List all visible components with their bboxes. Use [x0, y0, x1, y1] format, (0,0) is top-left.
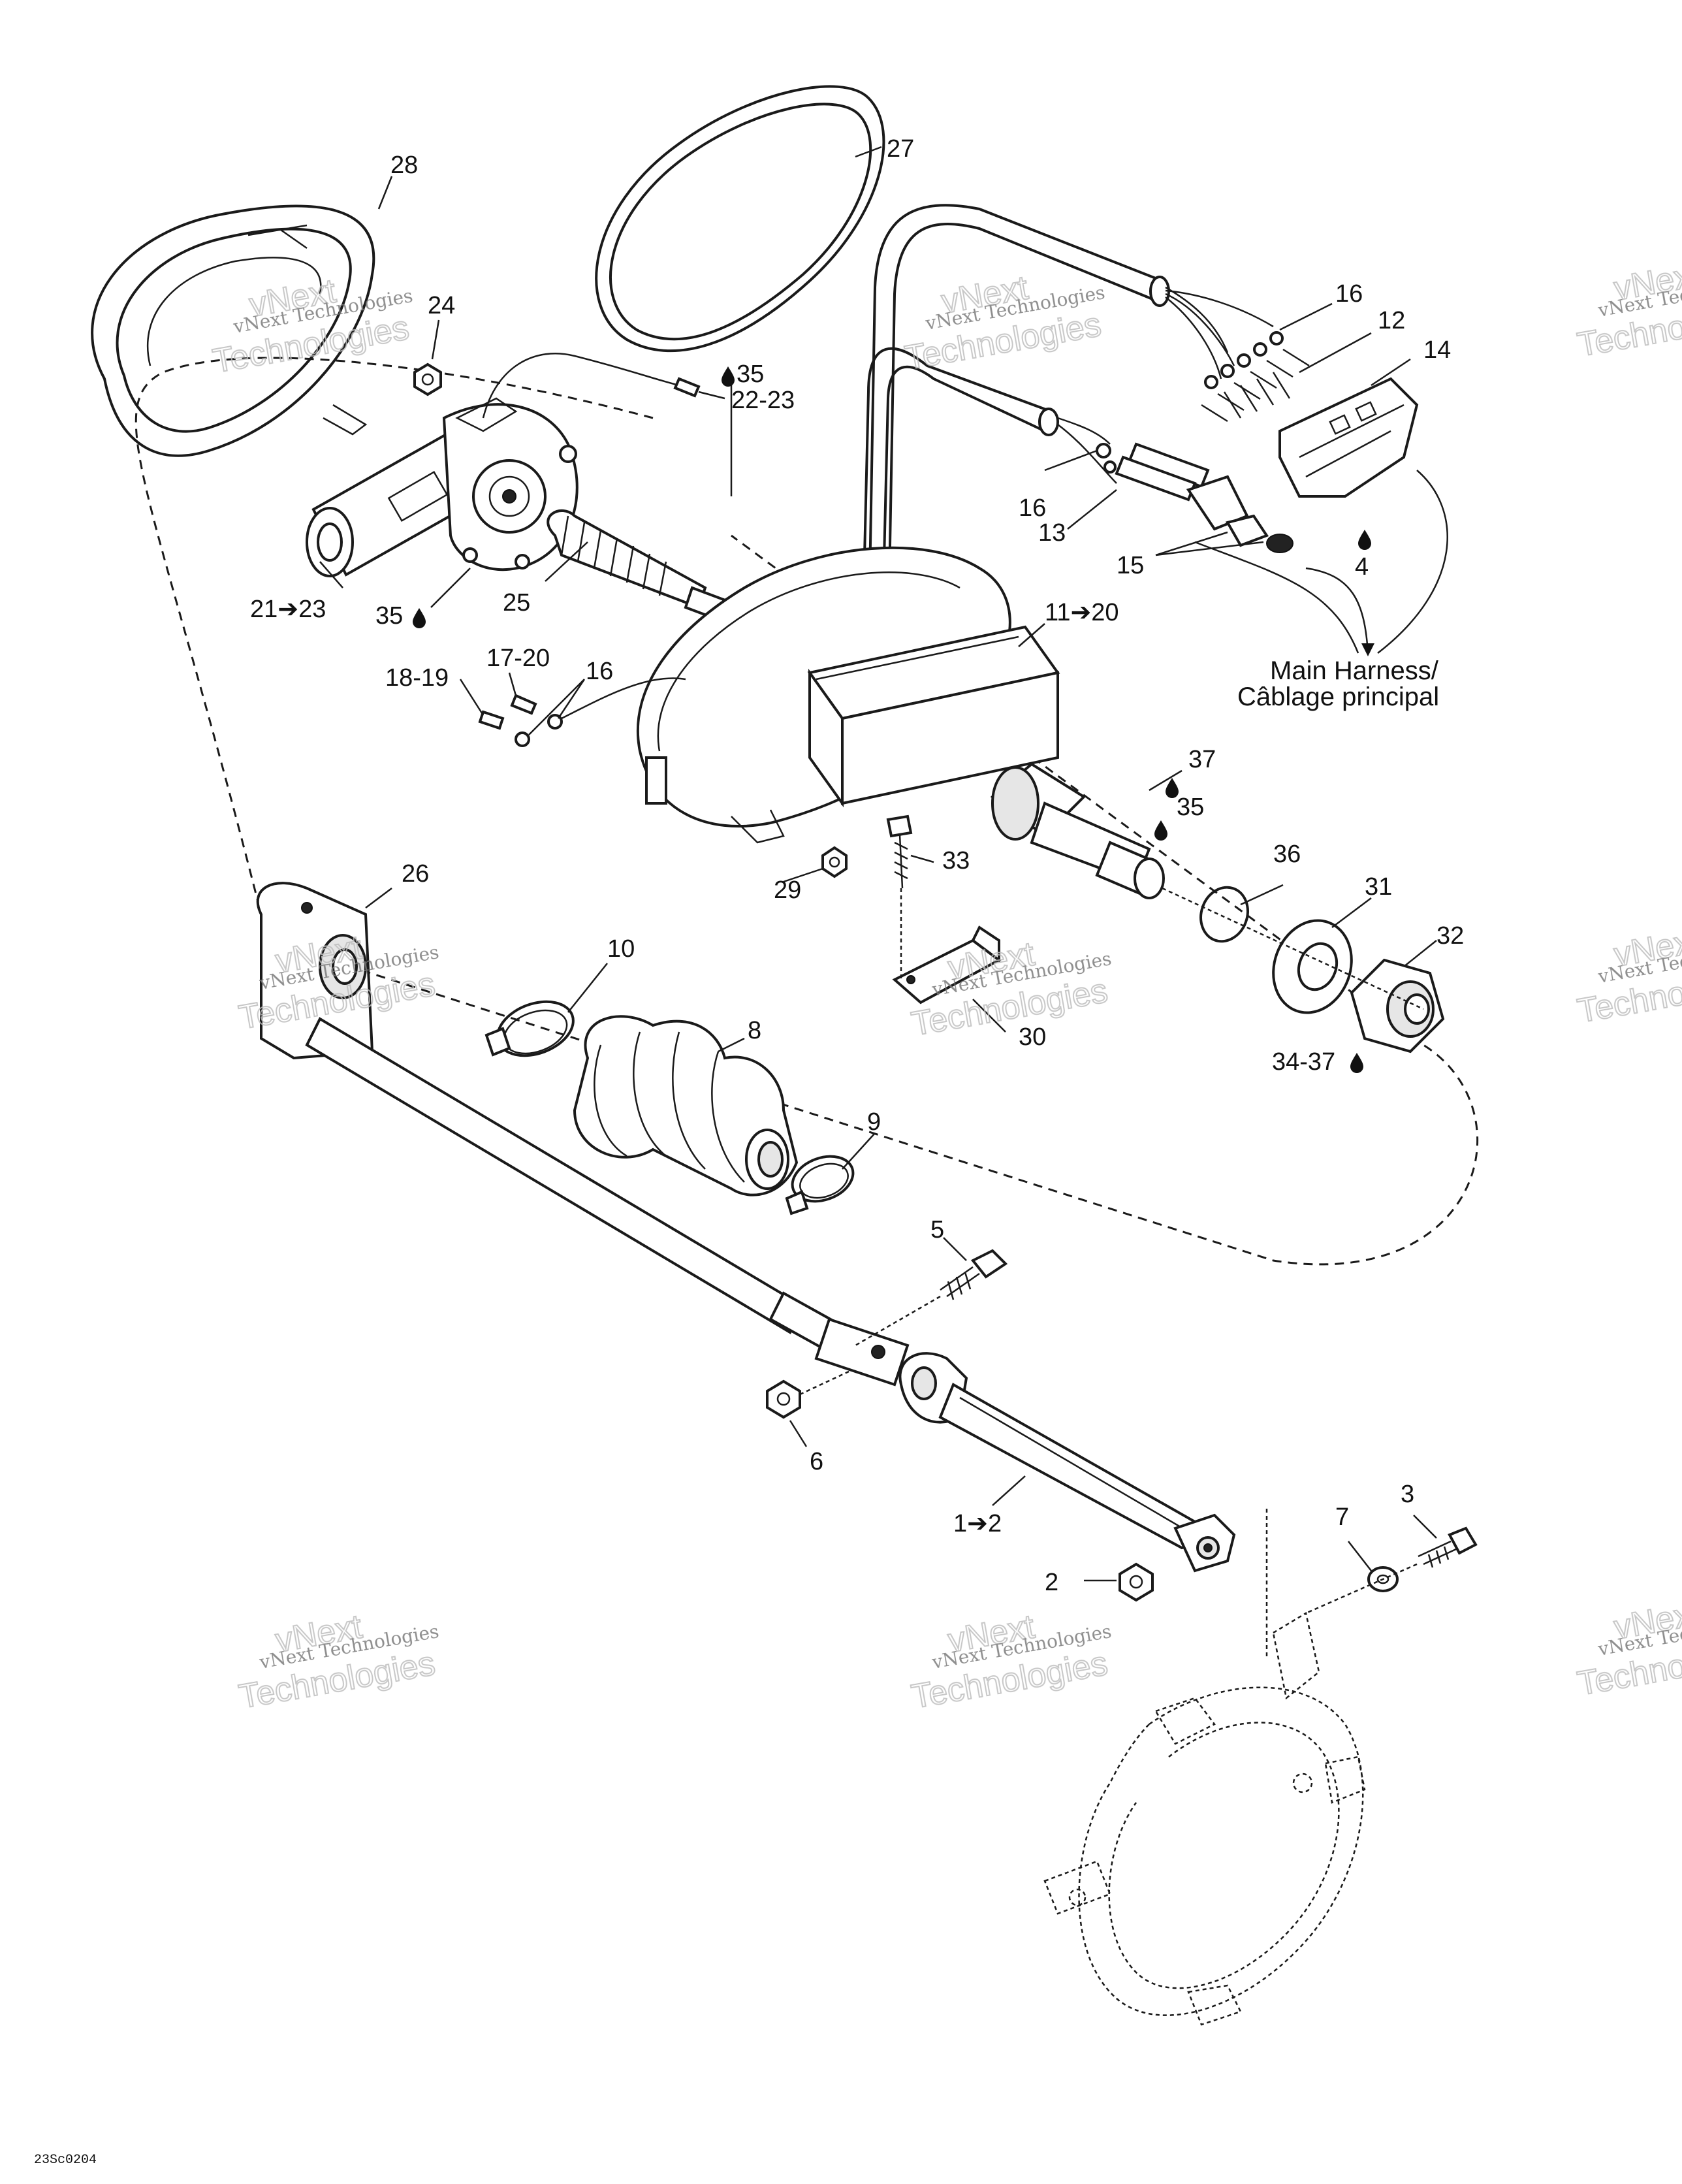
oil-drop-icon	[1154, 820, 1167, 841]
callout-28: 28	[390, 152, 418, 179]
callout-15: 15	[1117, 552, 1144, 579]
watermark: vNext vNext Technologies Technologies	[908, 934, 1113, 1044]
callout-1-2: 1➔2	[953, 1510, 1002, 1537]
callout-37: 37	[1188, 746, 1216, 773]
callout-31: 31	[1365, 873, 1392, 901]
clamp-9	[785, 1155, 855, 1215]
main-harness-label: Main Harness/ Câblage principal	[1237, 656, 1439, 711]
link-rod-1	[898, 1352, 1236, 1573]
watermark: vNext vNext Technologies Technologies	[1574, 921, 1682, 1031]
figure-code: 23Sc0204	[34, 2153, 97, 2168]
seal-loop-part	[595, 85, 885, 353]
callout-16c: 16	[1019, 494, 1046, 522]
harness-arrows	[1194, 470, 1448, 656]
callout-12: 12	[1378, 307, 1405, 334]
callout-4: 4	[1355, 553, 1369, 581]
callout-33: 33	[942, 847, 970, 875]
output-shaft-part	[990, 762, 1165, 899]
oil-drop-icon	[1350, 1053, 1363, 1073]
cables	[861, 204, 1274, 667]
callout-3: 3	[1401, 1481, 1414, 1508]
support-ring	[1043, 1612, 1366, 2026]
oil-drop-icon	[1358, 530, 1371, 550]
callout-27: 27	[887, 135, 914, 163]
small-sensor-parts	[478, 677, 686, 747]
callout-29: 29	[774, 876, 801, 904]
callout-11-20: 11➔20	[1045, 599, 1119, 626]
callout-16a: 16	[586, 658, 613, 685]
callout-7: 7	[1335, 1503, 1349, 1531]
callouts: 28 24 27 22-23 35 21➔23 35 25 17-20 18-1…	[250, 135, 1464, 1596]
oil-drop-icon	[722, 366, 735, 387]
assembly-dashed-outline	[135, 357, 1479, 1266]
callout-30: 30	[1019, 1023, 1046, 1051]
callout-26: 26	[402, 860, 429, 888]
bracket-30	[892, 888, 1002, 1004]
nut-24	[413, 362, 442, 396]
motor-wire	[482, 353, 680, 419]
callout-35b: 35	[375, 602, 403, 630]
watermark: vNext vNext Technologies Technologies	[236, 1607, 441, 1716]
watermark: vNext vNext Technologies Technologies	[902, 268, 1107, 377]
connector-housing-part	[1278, 377, 1419, 498]
callout-21-23: 21➔23	[250, 596, 326, 623]
oil-drop-icon	[413, 608, 426, 628]
wire-terminal-part	[673, 377, 701, 398]
callout-16b: 16	[1335, 280, 1363, 308]
nut-2	[1119, 1562, 1154, 1602]
callout-36: 36	[1273, 841, 1301, 868]
washer-31	[1272, 919, 1353, 1014]
leader-lines	[319, 146, 1437, 1582]
shaft-axis	[1162, 887, 1424, 1010]
callout-22-23: 22-23	[731, 387, 795, 414]
motor-part	[306, 397, 579, 577]
mount-axis	[1265, 1509, 1418, 1659]
callout-32: 32	[1436, 922, 1464, 950]
watermark: vNext vNext Technologies Technologies	[1574, 255, 1682, 364]
callout-2: 2	[1045, 1569, 1058, 1596]
clamp-10	[484, 1000, 575, 1057]
callout-8: 8	[748, 1017, 761, 1044]
callout-14: 14	[1423, 336, 1451, 364]
callout-35c: 35	[1177, 794, 1204, 821]
callout-17-20: 17-20	[486, 645, 550, 672]
nut-29	[821, 846, 848, 878]
bolt-5	[855, 1249, 1008, 1347]
callout-34-37: 34-37	[1272, 1048, 1335, 1076]
small-connector-parts	[1096, 442, 1293, 553]
bolt-3	[1418, 1526, 1478, 1568]
boot-8	[573, 1015, 799, 1196]
main-harness-line2: Câblage principal	[1237, 682, 1439, 711]
nut-6	[766, 1370, 849, 1419]
screw-33	[886, 814, 913, 889]
control-box-part	[807, 625, 1060, 808]
callout-35a: 35	[737, 361, 764, 388]
callout-9: 9	[867, 1108, 881, 1136]
connector-terminals	[1201, 331, 1310, 423]
lever-26	[256, 882, 910, 1387]
callout-24: 24	[428, 292, 455, 319]
callout-18-19: 18-19	[385, 664, 449, 692]
watermark: vNext vNext Technologies Technologies	[908, 1607, 1113, 1716]
watermark: vNext vNext Technologies Technologies	[210, 271, 415, 381]
callout-13: 13	[1038, 519, 1066, 547]
main-harness-line1: Main Harness/	[1270, 656, 1439, 685]
o-ring-36	[1199, 886, 1249, 943]
nut-32	[1350, 958, 1445, 1053]
callout-6: 6	[810, 1448, 823, 1475]
callout-10: 10	[607, 935, 635, 963]
callout-5: 5	[930, 1216, 944, 1244]
lens-cover-part	[91, 204, 375, 457]
callout-25: 25	[503, 589, 530, 617]
watermark: vNext vNext Technologies Technologies	[1574, 1594, 1682, 1703]
